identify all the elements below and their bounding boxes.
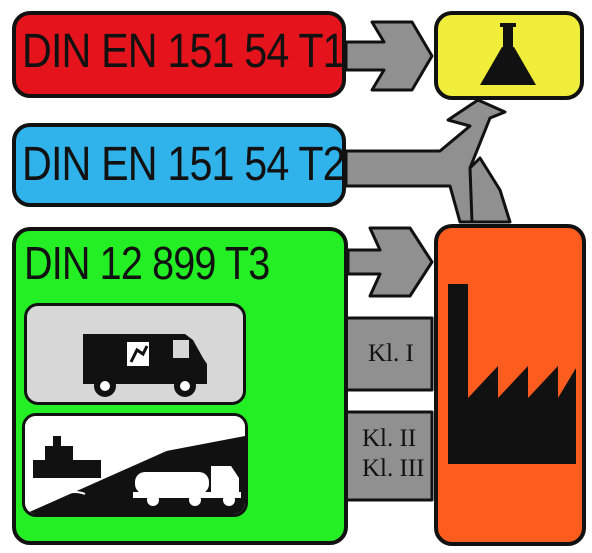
- panel-ship-and-tanker: [22, 413, 248, 517]
- flask-icon: [480, 23, 536, 85]
- label-class-1: Kl. I: [368, 340, 414, 367]
- label-din-en-15154-t2: DIN EN 151 54 T2: [22, 138, 346, 191]
- box-factory: [434, 224, 586, 546]
- arrow-t1-to-lab: [344, 20, 434, 92]
- arrow-t2-merge-to-lab: [344, 98, 507, 224]
- ship-and-tanker-truck-icon: [25, 416, 245, 514]
- service-van-icon: [83, 334, 207, 397]
- box-din-en-15154-t1: [12, 11, 346, 98]
- box-laboratory: [434, 11, 584, 100]
- box-din-en-15154-t2: [12, 123, 346, 207]
- factory-icon: [448, 284, 576, 464]
- label-class-2: Kl. II: [362, 425, 417, 452]
- label-din-en-15154-t1: DIN EN 151 54 T1: [22, 25, 346, 78]
- panel-service-van: [24, 303, 246, 405]
- label-class-3: Kl. III: [362, 455, 425, 482]
- label-din-12899-t3: DIN 12 899 T3: [24, 237, 270, 289]
- arrow-t3-to-factory: [346, 226, 434, 298]
- arrow-merge-to-factory: [468, 156, 512, 224]
